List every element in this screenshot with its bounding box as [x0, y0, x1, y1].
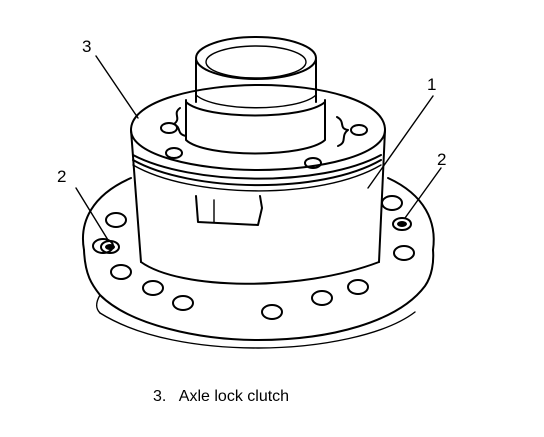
callout-2-right: 2 — [437, 150, 447, 169]
callout-2-left: 2 — [57, 167, 67, 186]
callout-3: 3 — [82, 37, 92, 56]
leader-line-3 — [95, 55, 139, 119]
fastener-left — [100, 240, 120, 254]
callout-1: 1 — [427, 75, 437, 94]
clutch-top-ring — [130, 84, 386, 171]
caption-number: 3. — [153, 388, 167, 405]
leader-line-2-left — [75, 187, 109, 241]
fastener-right — [392, 217, 412, 231]
leader-lines — [75, 55, 442, 241]
clutch-body — [130, 129, 386, 285]
base-flange — [82, 177, 435, 349]
shaft-hub — [185, 36, 326, 155]
figure-caption: 3. Axle lock clutch — [153, 388, 289, 406]
flange-bolt-holes — [92, 195, 415, 320]
caption-text: Axle lock clutch — [178, 388, 290, 405]
leader-line-1 — [367, 95, 434, 189]
leader-line-2-right — [404, 167, 442, 219]
